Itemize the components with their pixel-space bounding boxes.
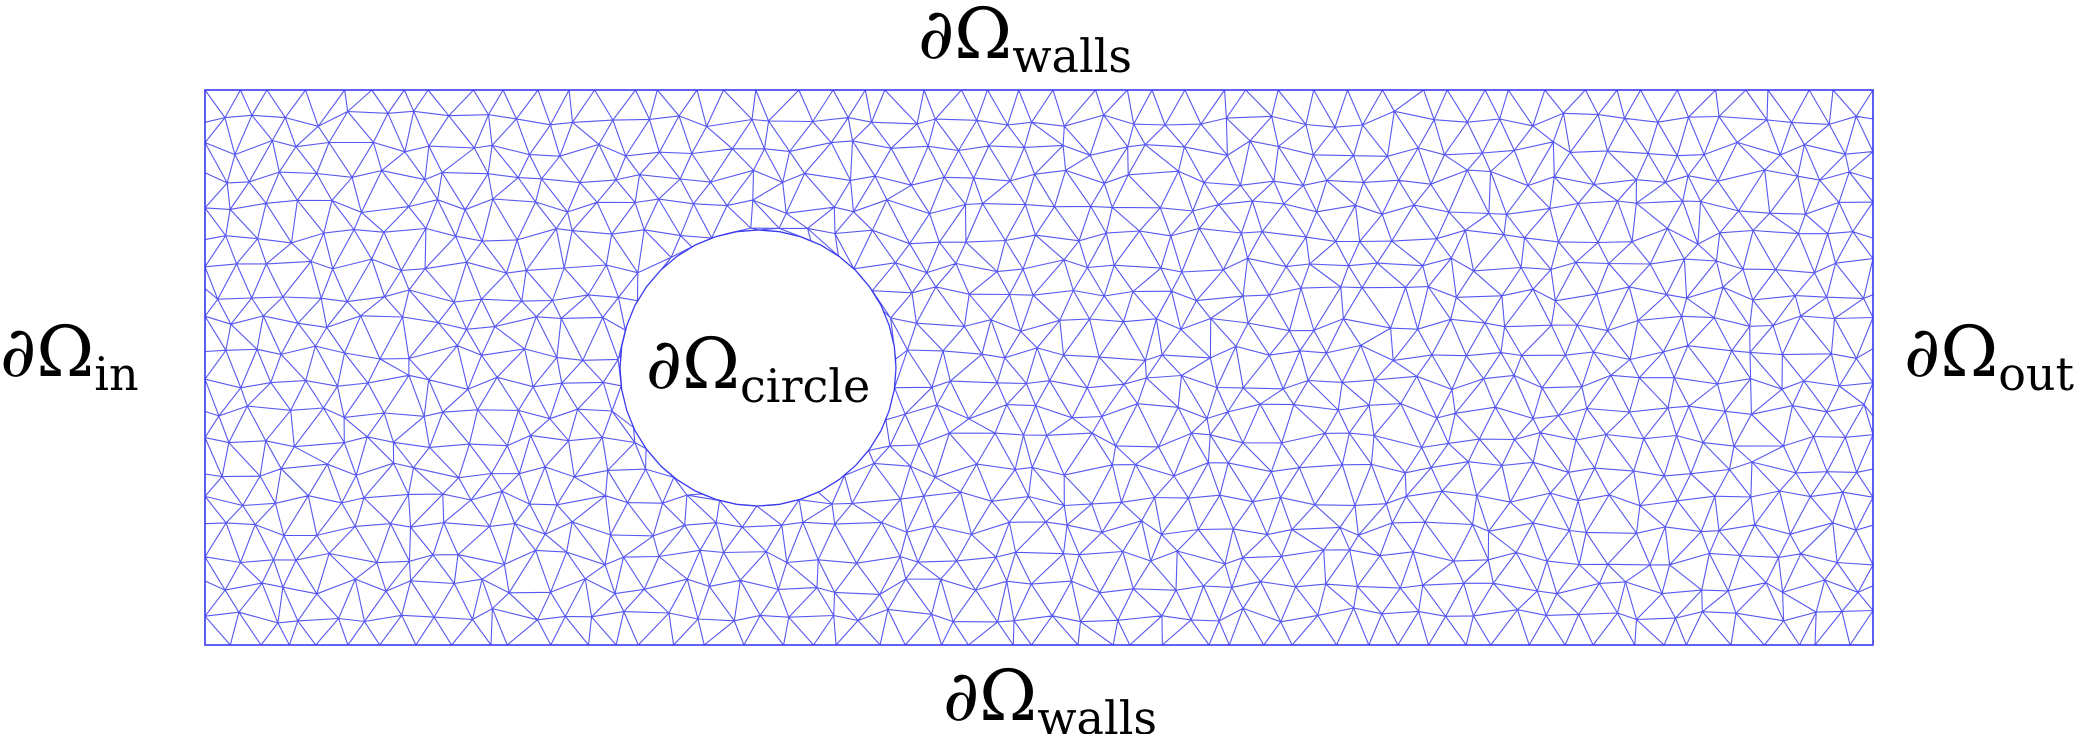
label-inlet: ∂Ωin [0, 311, 139, 401]
triangular-mesh [204, 89, 1874, 646]
label-bottom-walls: ∂Ωwalls [943, 655, 1157, 734]
mesh-edges [204, 89, 1874, 646]
label-outlet: ∂Ωout [1904, 311, 2075, 401]
circle-hole [619, 229, 897, 507]
domain-boundary [204, 89, 1874, 646]
label-circle: ∂Ωcircle [646, 323, 870, 413]
label-top-walls: ∂Ωwalls [918, 0, 1132, 83]
